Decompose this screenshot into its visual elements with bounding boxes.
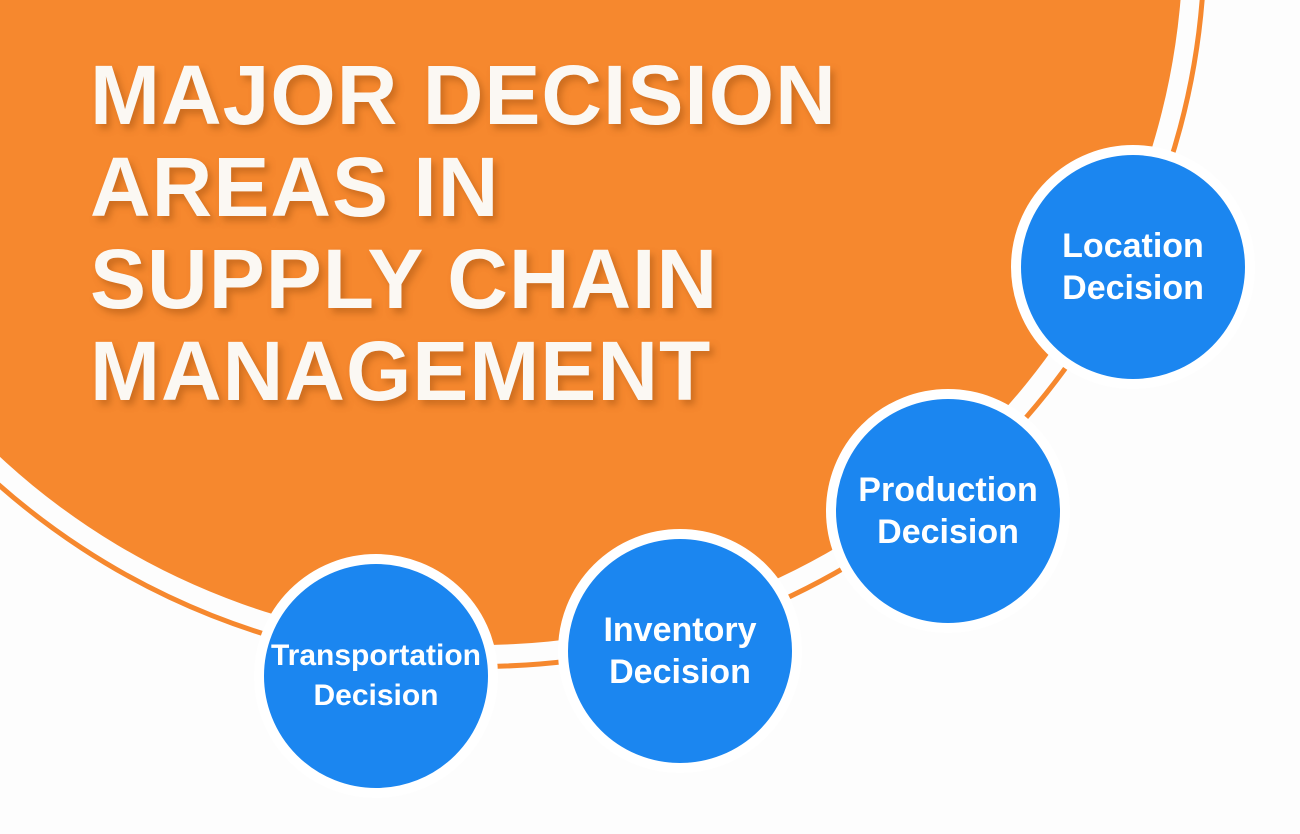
node-inventory-label: Inventory Decision [603,609,756,693]
title-line-1: MAJOR DECISION [90,48,837,142]
node-location-label-line-2: Decision [1062,269,1204,307]
title-line-3: SUPPLY CHAIN [90,232,719,326]
node-production-decision: Production Decision [826,389,1070,633]
node-transportation-label-line-1: Transportation [270,639,481,672]
title-line-2: AREAS IN [90,140,500,234]
node-transportation-label: Transportation Decision [271,636,481,716]
node-transportation-decision: Transportation Decision [254,554,498,798]
title-line-4: MANAGEMENT [90,324,712,418]
node-inventory-label-line-2: Decision [609,653,751,691]
node-production-label-line-2: Decision [877,513,1019,551]
node-location-decision: Location Decision [1011,145,1255,389]
node-inventory-label-line-1: Inventory [603,611,757,649]
page-title: MAJOR DECISION AREAS IN SUPPLY CHAIN MAN… [90,49,837,417]
node-inventory-decision: Inventory Decision [558,529,802,773]
node-location-label: Location Decision [1062,225,1204,309]
node-location-label-line-1: Location [1062,227,1204,265]
node-production-label: Production Decision [858,469,1037,553]
node-transportation-label-line-2: Decision [313,679,439,712]
node-production-label-line-1: Production [858,471,1038,509]
